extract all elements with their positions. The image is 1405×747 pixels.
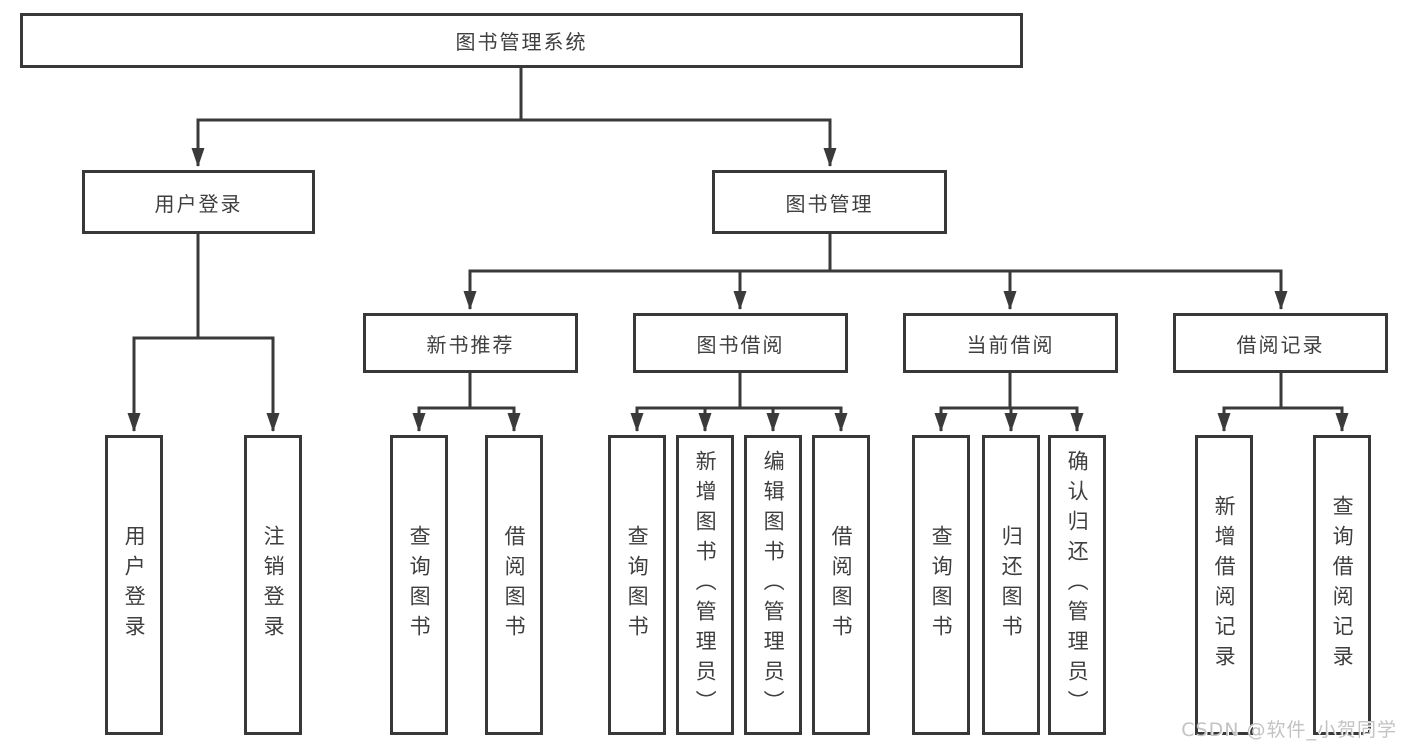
node-leaf-borrow-books-1-label: 借阅图书 bbox=[502, 525, 527, 645]
node-book-borrowing: 图书借阅 bbox=[633, 313, 848, 373]
node-leaf-query-books-2: 查询图书 bbox=[608, 435, 666, 735]
node-book-management: 图书管理 bbox=[712, 170, 947, 234]
node-leaf-query-books-2-label: 查询图书 bbox=[625, 525, 650, 645]
node-current-borrowing: 当前借阅 bbox=[903, 313, 1118, 373]
node-leaf-add-book-admin: 新增图书（管理员） bbox=[676, 435, 734, 735]
node-leaf-add-borrow-record: 新增借阅记录 bbox=[1195, 435, 1253, 735]
node-leaf-user-login-label: 用户登录 bbox=[122, 525, 147, 645]
node-leaf-query-borrow-record: 查询借阅记录 bbox=[1313, 435, 1371, 735]
node-user-login-label: 用户登录 bbox=[154, 191, 243, 216]
node-leaf-confirm-return-admin-label: 确认归还（管理员） bbox=[1065, 450, 1090, 720]
node-leaf-borrow-books-1: 借阅图书 bbox=[485, 435, 543, 735]
node-leaf-edit-book-admin-label: 编辑图书（管理员） bbox=[761, 450, 786, 720]
edges-new-book-recommend bbox=[412, 373, 521, 432]
csdn-watermark: CSDN @软件_小贺同学 bbox=[1181, 719, 1397, 741]
node-leaf-user-login: 用户登录 bbox=[105, 435, 163, 735]
node-leaf-return-book-label: 归还图书 bbox=[999, 525, 1024, 645]
node-leaf-add-borrow-record-label: 新增借阅记录 bbox=[1212, 495, 1237, 675]
node-leaf-query-books-3: 查询图书 bbox=[912, 435, 970, 735]
node-user-login: 用户登录 bbox=[82, 170, 315, 234]
node-leaf-borrow-books-2: 借阅图书 bbox=[812, 435, 870, 735]
node-leaf-query-books-1-label: 查询图书 bbox=[407, 525, 432, 645]
node-leaf-logout-label: 注销登录 bbox=[261, 525, 286, 645]
edges-current-borrowing bbox=[934, 373, 1084, 432]
node-borrowing-records-label: 借阅记录 bbox=[1236, 332, 1325, 357]
node-book-borrowing-label: 图书借阅 bbox=[696, 332, 785, 357]
edges-borrowing-records bbox=[1217, 373, 1349, 432]
node-leaf-query-borrow-record-label: 查询借阅记录 bbox=[1330, 495, 1355, 675]
node-leaf-confirm-return-admin: 确认归还（管理员） bbox=[1048, 435, 1106, 735]
node-current-borrowing-label: 当前借阅 bbox=[966, 332, 1055, 357]
node-book-management-label: 图书管理 bbox=[785, 191, 874, 216]
edges-root bbox=[191, 68, 837, 167]
node-root-label: 图书管理系统 bbox=[455, 30, 588, 54]
node-leaf-query-books-3-label: 查询图书 bbox=[929, 525, 954, 645]
node-root: 图书管理系统 bbox=[20, 13, 1023, 68]
node-leaf-logout: 注销登录 bbox=[244, 435, 302, 735]
node-leaf-borrow-books-2-label: 借阅图书 bbox=[829, 525, 854, 645]
node-leaf-add-book-admin-label: 新增图书（管理员） bbox=[693, 450, 718, 720]
node-leaf-query-books-1: 查询图书 bbox=[390, 435, 448, 735]
node-new-book-recommend: 新书推荐 bbox=[363, 313, 578, 373]
node-leaf-return-book: 归还图书 bbox=[982, 435, 1040, 735]
node-borrowing-records: 借阅记录 bbox=[1173, 313, 1388, 373]
edges-user-login bbox=[127, 234, 280, 432]
node-new-book-recommend-label: 新书推荐 bbox=[426, 332, 515, 357]
node-leaf-edit-book-admin: 编辑图书（管理员） bbox=[744, 435, 802, 735]
edges-book-management bbox=[463, 234, 1288, 310]
edges-book-borrowing bbox=[630, 373, 848, 432]
